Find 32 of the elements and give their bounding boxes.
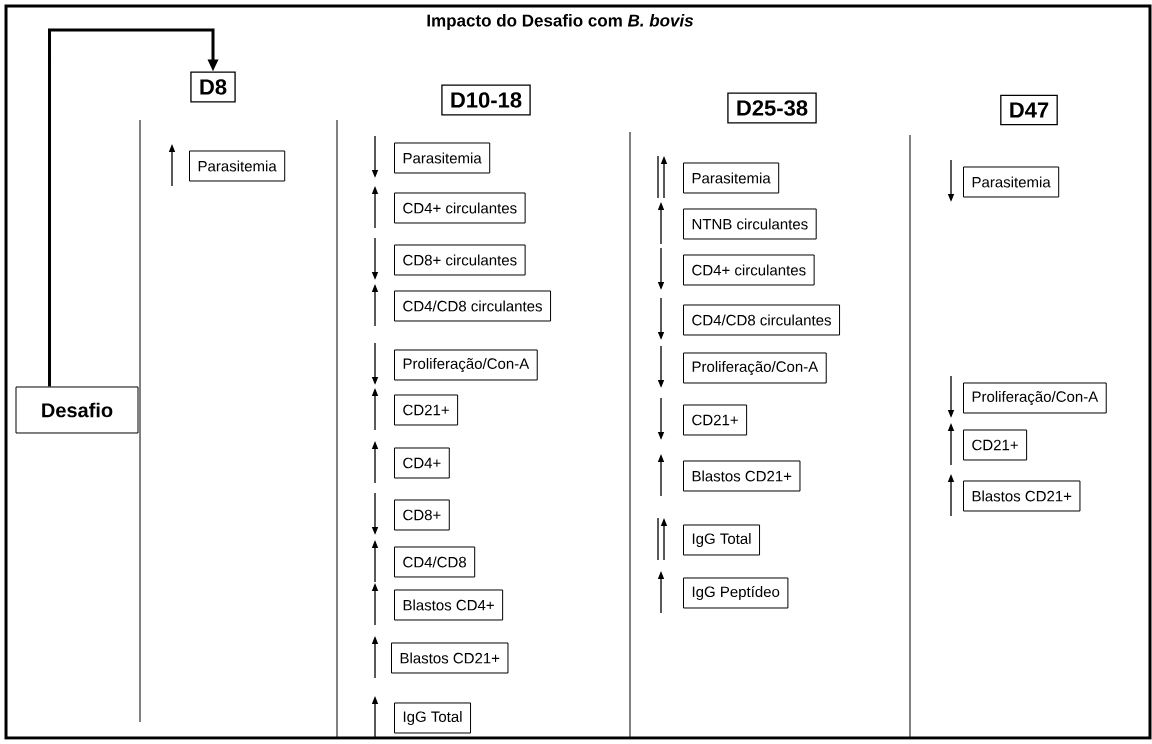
parameter-box: CD8+ circulantes bbox=[394, 244, 526, 276]
period-box: D8 bbox=[190, 71, 236, 103]
parameter-box: Parasitemia bbox=[683, 162, 780, 194]
parameter-box: CD4/CD8 circulantes bbox=[394, 290, 552, 322]
parameter-box: Proliferação/Con-A bbox=[394, 349, 538, 381]
parameter-box: Blastos CD21+ bbox=[391, 642, 509, 674]
parameter-box: Proliferação/Con-A bbox=[683, 352, 827, 384]
parameter-box: CD4+ circulantes bbox=[394, 192, 526, 224]
parameter-box: CD4+ bbox=[394, 447, 450, 479]
parameter-box: NTNB circulantes bbox=[683, 208, 817, 240]
parameter-box: Parasitemia bbox=[394, 142, 491, 174]
parameter-box: CD21+ bbox=[963, 429, 1028, 461]
parameter-box: CD4/CD8 circulantes bbox=[683, 304, 841, 336]
parameter-box: Proliferação/Con-A bbox=[963, 382, 1107, 414]
parameter-box: CD4/CD8 bbox=[394, 546, 476, 578]
parameter-box: IgG Total bbox=[683, 524, 761, 556]
period-box: D10-18 bbox=[441, 84, 531, 116]
parameter-box: CD21+ bbox=[683, 404, 748, 436]
period-box: D25-38 bbox=[727, 92, 817, 124]
parameter-box: Blastos CD21+ bbox=[683, 460, 801, 492]
parameter-box: Blastos CD21+ bbox=[963, 480, 1081, 512]
parameter-box: CD8+ bbox=[394, 499, 450, 531]
parameter-box: Blastos CD4+ bbox=[394, 589, 504, 621]
period-box: D47 bbox=[1000, 94, 1058, 126]
parameter-box: Parasitemia bbox=[189, 150, 286, 182]
parameter-box: Parasitemia bbox=[963, 166, 1060, 198]
parameter-box: IgG Total bbox=[394, 702, 472, 734]
parameter-box: CD4+ circulantes bbox=[683, 254, 815, 286]
title: Impacto do Desafio com B. bovis bbox=[427, 14, 694, 30]
parameter-box: CD21+ bbox=[394, 394, 459, 426]
parameter-box: IgG Peptídeo bbox=[683, 577, 789, 609]
challenge-box: Desafio bbox=[15, 386, 139, 434]
